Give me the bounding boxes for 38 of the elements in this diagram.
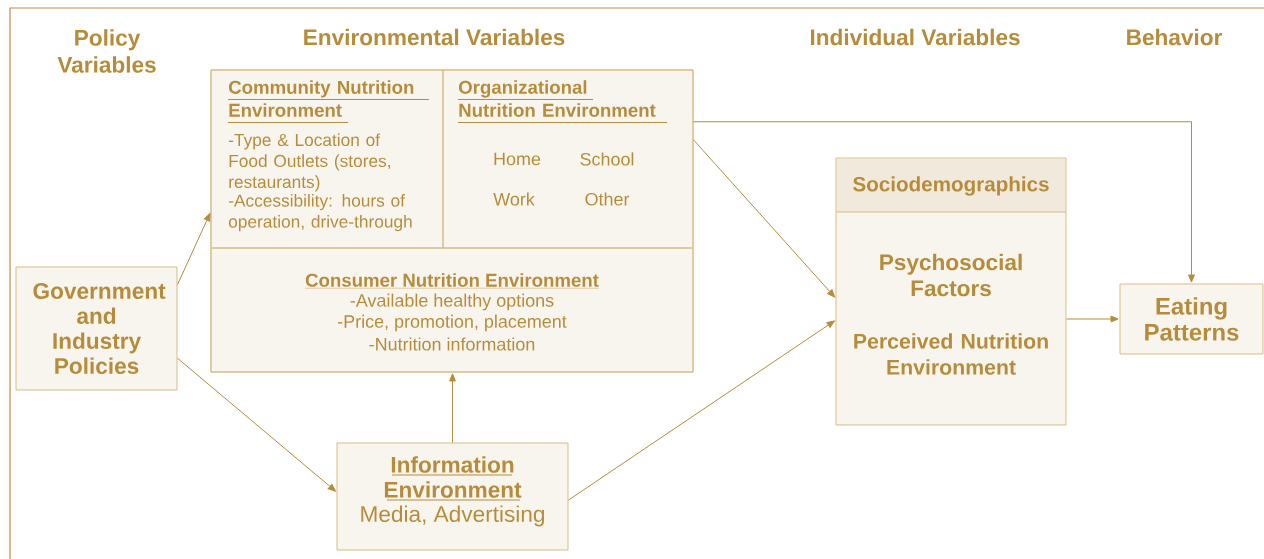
information-box: [336, 442, 569, 551]
individual-box: [835, 157, 1067, 426]
section-box: [210, 69, 444, 249]
column-heading: Environmental Variables: [304, 28, 565, 46]
factor-label: Perceived Nutrition Environment: [854, 333, 1048, 375]
list-item: -Nutrition information: [369, 337, 535, 351]
arrow: [177, 357, 336, 492]
factor-label: Psychosocial Factors: [880, 253, 1022, 297]
list-item: -Accessibility: hours of operation, drive-through: [228, 194, 412, 232]
setting-label: Work: [493, 192, 535, 206]
policy-box: [15, 266, 178, 391]
setting-label: Other: [585, 192, 630, 206]
section-heading: Organizational Nutrition Environment: [459, 80, 656, 117]
arrow: [568, 320, 835, 501]
column-heading: Individual Variables: [810, 28, 1020, 46]
environment-box: [210, 69, 694, 373]
arrow: [449, 373, 456, 443]
section-heading: Consumer Nutrition Environment: [304, 273, 600, 289]
section-box: [442, 69, 694, 249]
behavior-box: [1119, 283, 1264, 355]
box-label: Government and Industry Policies: [33, 283, 166, 374]
arrow: [693, 139, 836, 298]
column-heading: Policy Variables: [57, 29, 156, 73]
column-heading: Behavior: [1127, 28, 1223, 46]
list-item: -Available healthy options: [350, 293, 554, 311]
box-label: Eating Patterns: [1145, 297, 1239, 341]
box-heading: Information Environment: [384, 456, 522, 498]
list-item: -Type & Location of Food Outlets (stores, restaurants): [229, 133, 390, 192]
arrow: [693, 121, 1195, 283]
section-box: [210, 247, 694, 373]
setting-label: Home: [494, 152, 541, 166]
setting-label: School: [580, 152, 634, 166]
header-band: Sociodemographics: [835, 159, 1067, 213]
list-item: -Price, promotion, placement: [338, 314, 567, 332]
arrow: [177, 213, 211, 286]
box-text: Media, Advertising: [361, 505, 544, 527]
section-heading: Community Nutrition Environment: [229, 80, 414, 117]
arrow: [1066, 315, 1119, 323]
